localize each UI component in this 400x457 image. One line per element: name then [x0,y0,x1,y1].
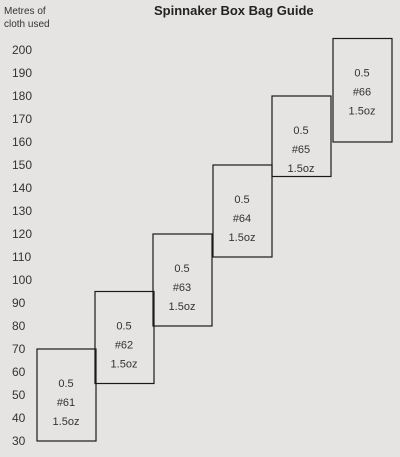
box-61: 0.5 #61 1.5oz [36,348,97,442]
y-tick-label: 80 [12,319,26,333]
box-code-label: #63 [173,282,191,294]
y-tick-label: 70 [12,342,26,356]
box-code-label: #62 [115,340,133,352]
box-rect [36,348,97,442]
y-tick-label: 140 [12,181,32,195]
y-tick-label: 130 [12,204,32,218]
box-65: 0.5 #65 1.5oz [271,95,332,178]
y-tick-label: 170 [12,112,32,126]
y-tick-label: 190 [12,66,32,80]
y-tick-label: 40 [12,411,26,425]
boxes: 0.5 #61 1.5oz 0.5 #62 1.5oz 0.5 #63 1.5oz 0.5 #64 1… [36,37,393,442]
box-code-label: #64 [233,213,251,225]
y-tick-label: 50 [12,388,26,402]
box-size-label: 0.5 [234,194,249,206]
y-tick-label: 120 [12,227,32,241]
chart-title: Spinnaker Box Bag Guide [154,3,314,18]
y-tick-label: 90 [12,296,26,310]
box-weight-label: 1.5oz [53,416,80,428]
box-size-label: 0.5 [58,378,73,390]
box-62: 0.5 #62 1.5oz [94,290,155,385]
box-rect [332,37,393,143]
axis-title-line-2: cloth used [4,19,50,30]
box-code-label: #65 [292,144,310,156]
box-rect [271,95,332,178]
box-64: 0.5 #64 1.5oz [212,164,273,258]
box-63: 0.5 #63 1.5oz [152,233,213,327]
y-tick-label: 110 [12,250,31,264]
y-tick-label: 60 [12,365,26,379]
box-size-label: 0.5 [174,263,189,275]
box-size-label: 0.5 [293,125,308,137]
y-axis-ticks: 200 190 180 170 160 150 140 130 120 110 100 90 80 70 6… [12,43,32,448]
y-tick-label: 180 [12,89,32,103]
y-tick-label: 100 [12,273,32,287]
y-tick-label: 150 [12,158,32,172]
y-tick-label: 160 [12,135,32,149]
axis-title-line-1: Metres of [4,6,46,17]
box-weight-label: 1.5oz [288,163,315,175]
box-rect [94,290,155,385]
box-weight-label: 1.5oz [111,359,138,371]
box-code-label: #61 [57,397,75,409]
y-tick-label: 200 [12,43,32,57]
box-rect [152,233,213,327]
box-66: 0.5 #66 1.5oz [332,37,393,143]
box-code-label: #66 [353,87,371,99]
box-size-label: 0.5 [116,321,131,333]
box-weight-label: 1.5oz [169,301,196,313]
box-weight-label: 1.5oz [229,232,256,244]
box-size-label: 0.5 [354,68,369,80]
y-tick-label: 30 [12,434,26,448]
box-rect [212,164,273,258]
box-weight-label: 1.5oz [349,106,376,118]
